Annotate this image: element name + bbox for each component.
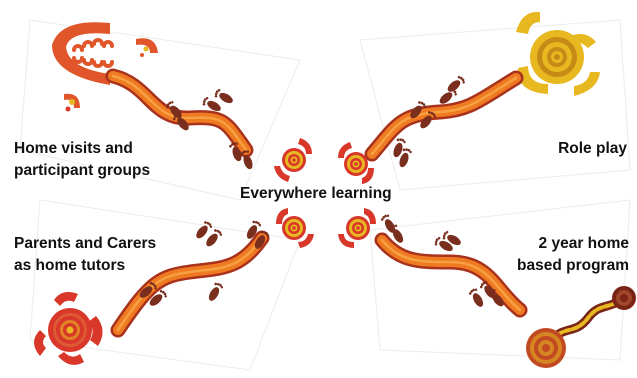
label-role-play: Role play [558,140,627,157]
track-top-right [364,70,524,162]
center-symbol-top-right [338,142,374,184]
label-parents-carers: Parents and Carers as home tutors [14,235,157,274]
label-everywhere-learning: Everywhere learning [240,185,392,202]
label-home-visits: Home visits and participant groups [14,140,151,179]
center-symbol-bottom-right [338,208,376,248]
wavy-track-circle-icon [526,286,636,368]
center-symbol-bottom-left [276,208,314,248]
meeting-place-top-right-icon [516,11,600,96]
center-meeting-symbols [274,138,376,248]
u-shape-people-icon [52,22,158,112]
track-bottom-right [374,232,528,318]
footprints-top-left [164,87,255,171]
label-2-year-program: 2 year home based program [517,235,629,274]
center-symbol-top-left [274,138,312,182]
track-top-left [105,68,254,158]
meeting-place-bottom-left-icon [34,292,103,365]
